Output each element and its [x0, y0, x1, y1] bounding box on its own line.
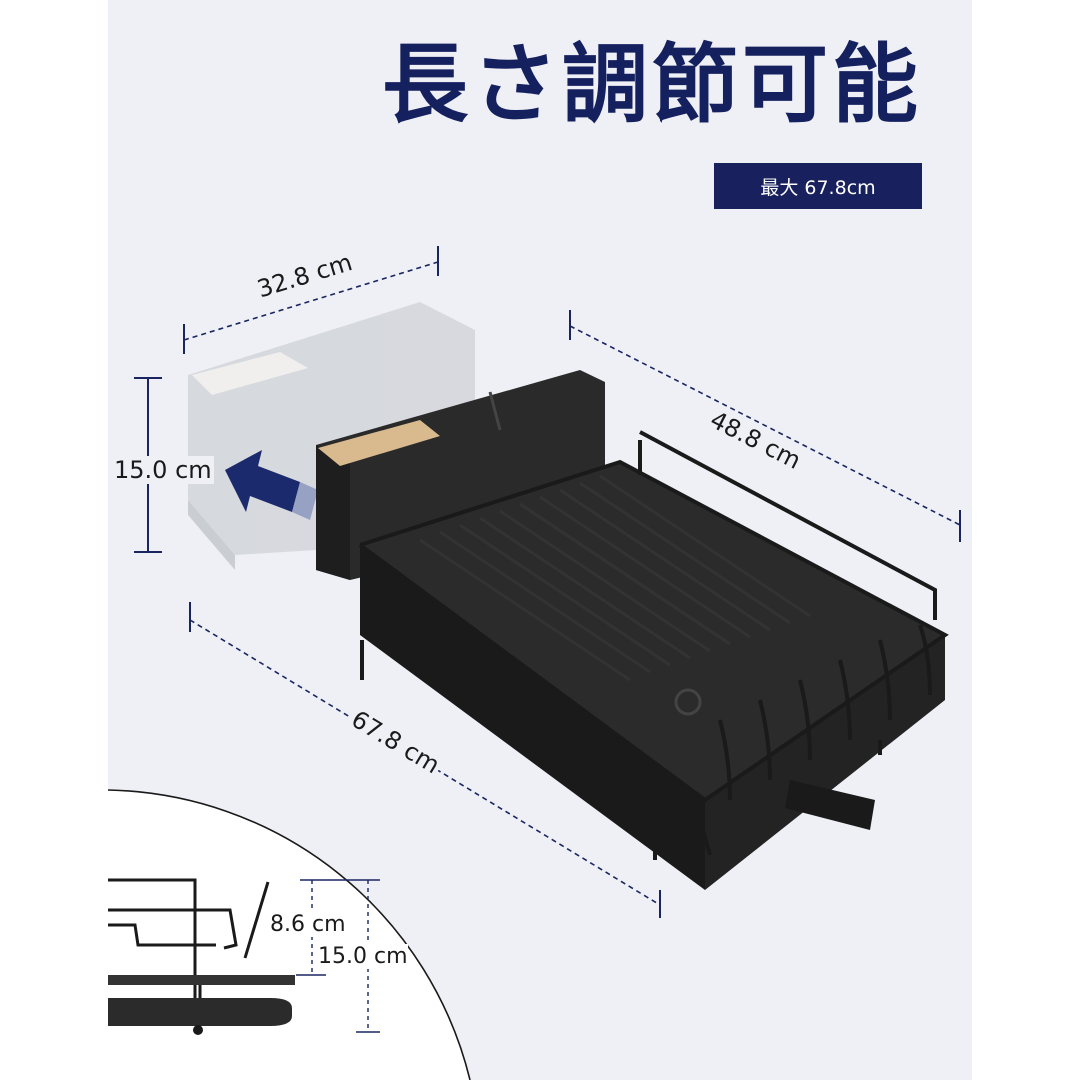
slide-arrow-icon: [225, 450, 318, 520]
inset-outer-height-label: 15.0 cm: [318, 944, 408, 969]
drain-hole: [674, 688, 702, 716]
plate-dividers: [419, 474, 811, 682]
rack-tray: [360, 462, 945, 890]
height-label: 15.0 cm: [112, 456, 214, 484]
inset-inner-height-label: 8.6 cm: [270, 912, 346, 937]
max-length-badge: 最大 67.8cm: [714, 163, 922, 209]
wire-frame: [358, 430, 949, 860]
page-title: 長さ調節可能: [382, 35, 922, 135]
side-cups: [718, 624, 932, 801]
